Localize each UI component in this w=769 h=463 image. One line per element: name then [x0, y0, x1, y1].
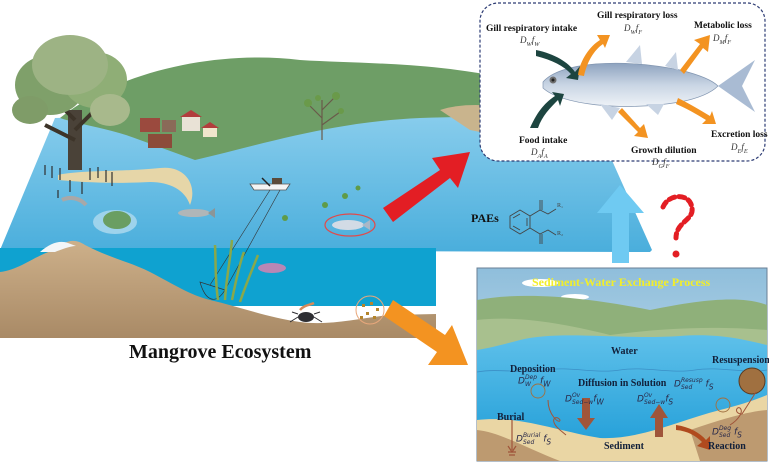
paes-label: PAEs	[471, 211, 499, 225]
sediment-water-box	[476, 267, 768, 462]
gill-intake-arrow	[536, 50, 580, 80]
process-label: Deposition	[510, 364, 556, 375]
shore-sand	[58, 167, 193, 205]
gill-loss-arrow	[578, 35, 610, 76]
sediment-particle-icon	[355, 295, 385, 325]
process-label: Growth dilution	[631, 146, 697, 156]
small-tree-icon	[304, 92, 344, 140]
sediment-box-title: Sediment-Water Exchange Process	[532, 275, 711, 289]
fish-icon	[178, 208, 215, 218]
diffusion-up-arrow	[650, 404, 668, 437]
r2-label: R₂	[557, 231, 564, 237]
paes-structure-icon	[509, 200, 557, 244]
burial-arrow	[507, 420, 517, 456]
red-arrow	[383, 152, 470, 222]
process-label: Gill respiratory intake	[486, 24, 578, 34]
process-formula: DAfA	[531, 147, 548, 160]
question-mark-icon	[660, 194, 695, 241]
process-label: Resuspension	[712, 355, 769, 366]
process-formula: DWfW	[520, 35, 540, 48]
deposition-arrow	[547, 399, 567, 436]
process-label: Excretion loss	[711, 130, 768, 140]
seagrass-icon	[213, 239, 260, 303]
blue-arrow	[597, 185, 644, 263]
mangrove-tree-icon	[12, 35, 130, 198]
process-formula: DEfE	[731, 142, 748, 155]
floating-particles	[282, 185, 361, 221]
process-formula: DWfF	[624, 23, 643, 36]
excretion-loss-arrow	[676, 98, 716, 124]
question-dot	[672, 250, 680, 258]
highlighted-fish-icon	[324, 213, 376, 237]
sediment-label: Sediment	[604, 441, 644, 452]
land-area	[60, 57, 600, 160]
shrimp-icon	[61, 195, 88, 207]
snow-cap	[40, 241, 76, 252]
process-label: Diffusion in Solution	[578, 378, 667, 389]
island-land	[103, 211, 131, 229]
process-label: Food intake	[519, 136, 568, 146]
metabolic-loss-arrow	[680, 35, 710, 74]
reaction-arrow	[676, 425, 710, 450]
goby-fish-icon	[258, 263, 286, 273]
process-label: Reaction	[708, 441, 746, 452]
water-label: Water	[611, 346, 638, 357]
fish-illustration	[542, 45, 755, 120]
food-intake-arrow	[530, 92, 564, 128]
process-label: Burial	[497, 412, 525, 423]
process-formula: DMfF	[713, 33, 732, 46]
r1-label: R₁	[557, 203, 564, 209]
diffusion-down-arrow	[577, 398, 595, 430]
growth-dilution-arrow	[618, 108, 648, 138]
process-label: Gill respiratory loss	[597, 11, 678, 21]
resuspension-arrow	[729, 391, 757, 426]
crab-icon	[289, 301, 323, 323]
process-formula: DGfF	[652, 157, 670, 170]
ecosystem-title: Mangrove Ecosystem	[129, 341, 312, 363]
soil-cross-section	[0, 240, 436, 338]
process-label: Metabolic loss	[694, 21, 752, 31]
village-houses-icon	[140, 110, 219, 148]
orange-arrow	[384, 300, 468, 365]
